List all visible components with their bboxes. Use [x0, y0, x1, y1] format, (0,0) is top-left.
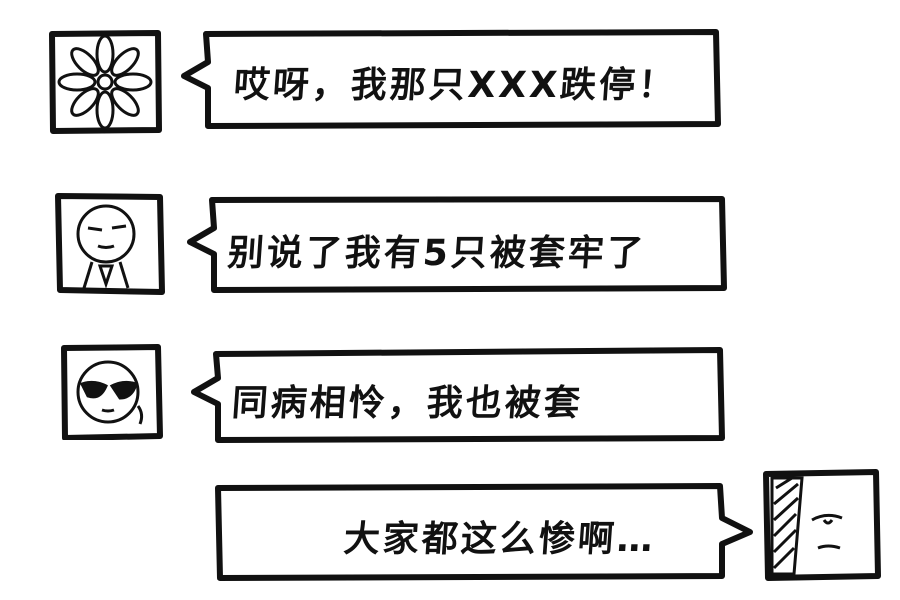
sad-face-avatar-icon: [762, 468, 882, 582]
message-text: 哎呀，我那只XXX跌停！: [232, 65, 679, 106]
message-bubble: 同病相怜，我也被套: [184, 344, 728, 446]
flower-avatar-icon: [48, 30, 163, 134]
message-text: 大家都这么惨啊…: [342, 519, 658, 560]
message-text: 同病相怜，我也被套: [230, 383, 585, 424]
smug-face-avatar-icon: [54, 192, 166, 296]
message-text: 别说了我有5只被套牢了: [226, 233, 648, 274]
message-bubble: 大家都这么惨啊…: [210, 478, 758, 582]
message-bubble: 哎呀，我那只XXX跌停！: [178, 26, 724, 132]
message-bubble: 别说了我有5只被套牢了: [182, 192, 730, 296]
sunglasses-face-avatar-icon: [60, 344, 164, 440]
